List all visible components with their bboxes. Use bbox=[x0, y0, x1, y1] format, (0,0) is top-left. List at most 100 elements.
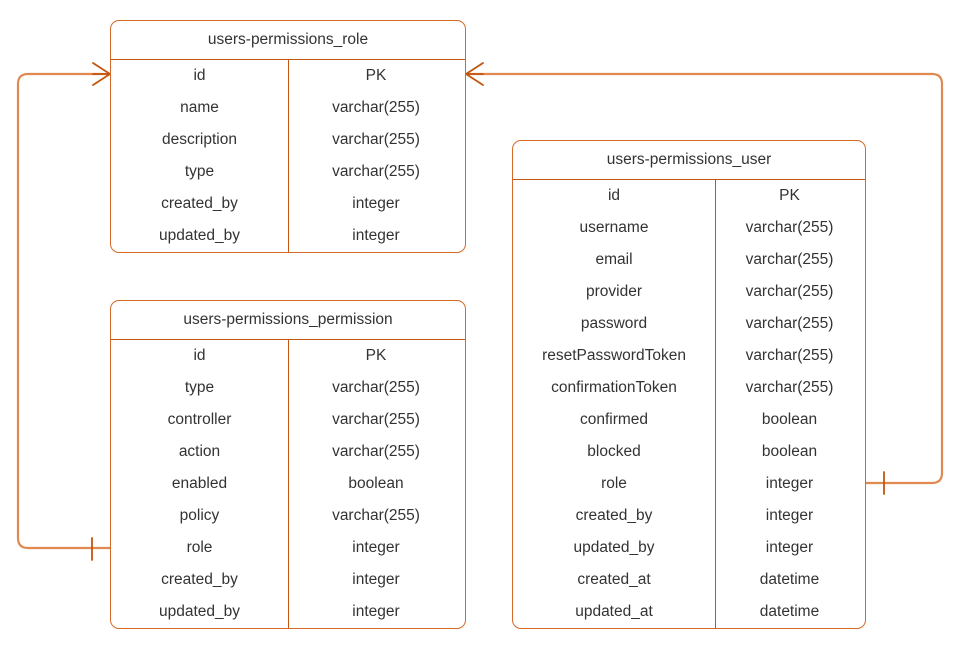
field-row[interactable]: provider varchar(255) bbox=[513, 276, 865, 308]
crowsfoot-many-role-right bbox=[465, 62, 484, 86]
field-type: varchar(255) bbox=[332, 99, 420, 116]
field-type: varchar(255) bbox=[332, 507, 420, 524]
field-name: id bbox=[607, 187, 621, 204]
field-row[interactable]: confirmationToken varchar(255) bbox=[513, 372, 865, 404]
field-name: username bbox=[579, 219, 649, 236]
field-name: created_by bbox=[161, 195, 238, 212]
field-type: varchar(255) bbox=[745, 379, 834, 396]
field-row[interactable]: created_by integer bbox=[111, 564, 465, 596]
field-name: password bbox=[580, 315, 648, 332]
field-name: created_by bbox=[575, 507, 653, 524]
field-row[interactable]: confirmed boolean bbox=[513, 404, 865, 436]
field-type: integer bbox=[765, 539, 814, 556]
field-type: integer bbox=[352, 227, 400, 244]
field-name: email bbox=[595, 251, 633, 268]
field-type: varchar(255) bbox=[745, 315, 834, 332]
field-name: action bbox=[178, 443, 221, 460]
field-type: varchar(255) bbox=[332, 163, 420, 180]
field-row[interactable]: id PK bbox=[513, 180, 865, 212]
field-row[interactable]: name varchar(255) bbox=[111, 92, 465, 124]
field-type: varchar(255) bbox=[745, 251, 834, 268]
entity-title-role: users-permissions_role bbox=[111, 21, 465, 60]
entity-table-user[interactable]: users-permissions_user id PK username va… bbox=[512, 140, 866, 629]
field-name: created_at bbox=[577, 571, 651, 588]
field-name: description bbox=[162, 131, 237, 148]
field-name: enabled bbox=[171, 475, 228, 492]
field-name: id bbox=[193, 347, 206, 364]
field-type: boolean bbox=[761, 443, 818, 460]
field-row[interactable]: role integer bbox=[513, 468, 865, 500]
field-name: confirmed bbox=[579, 411, 649, 428]
field-type: integer bbox=[352, 195, 400, 212]
field-type: integer bbox=[352, 571, 400, 588]
field-row[interactable]: enabled boolean bbox=[111, 468, 465, 500]
field-row[interactable]: type varchar(255) bbox=[111, 156, 465, 188]
field-name: updated_by bbox=[158, 603, 241, 620]
field-row[interactable]: created_at datetime bbox=[513, 564, 865, 596]
field-row[interactable]: id PK bbox=[111, 60, 465, 92]
field-name: updated_by bbox=[573, 539, 655, 556]
entity-body-role: id PK name varchar(255) description varc… bbox=[111, 60, 465, 252]
field-name: provider bbox=[586, 283, 642, 300]
field-name: role bbox=[186, 539, 213, 556]
field-type: PK bbox=[365, 67, 387, 84]
field-row[interactable]: updated_by integer bbox=[513, 532, 865, 564]
field-name: resetPasswordToken bbox=[542, 347, 686, 364]
field-row[interactable]: username varchar(255) bbox=[513, 212, 865, 244]
field-row[interactable]: id PK bbox=[111, 340, 465, 372]
field-name: blocked bbox=[587, 443, 641, 460]
field-row[interactable]: controller varchar(255) bbox=[111, 404, 465, 436]
field-name: id bbox=[193, 67, 206, 84]
field-type: varchar(255) bbox=[745, 219, 834, 236]
entity-body-user: id PK username varchar(255) email varcha… bbox=[513, 180, 865, 628]
field-row[interactable]: password varchar(255) bbox=[513, 308, 865, 340]
field-name: role bbox=[601, 475, 627, 492]
field-type: varchar(255) bbox=[745, 347, 834, 364]
entity-title-permission: users-permissions_permission bbox=[111, 301, 465, 340]
entity-body-permission: id PK type varchar(255) controller varch… bbox=[111, 340, 465, 628]
entity-table-permission[interactable]: users-permissions_permission id PK type … bbox=[110, 300, 466, 629]
field-type: boolean bbox=[348, 475, 404, 492]
field-row[interactable]: updated_at datetime bbox=[513, 596, 865, 628]
crowsfoot-many-role-left bbox=[92, 62, 111, 86]
field-name: type bbox=[184, 379, 215, 396]
field-type: varchar(255) bbox=[332, 379, 420, 396]
field-name: name bbox=[180, 99, 219, 116]
field-row[interactable]: role integer bbox=[111, 532, 465, 564]
field-type: integer bbox=[765, 475, 814, 492]
field-row[interactable]: blocked boolean bbox=[513, 436, 865, 468]
field-type: datetime bbox=[759, 603, 820, 620]
field-row[interactable]: created_by integer bbox=[513, 500, 865, 532]
field-row[interactable]: policy varchar(255) bbox=[111, 500, 465, 532]
field-type: PK bbox=[779, 187, 800, 204]
field-type: datetime bbox=[759, 571, 820, 588]
field-name: updated_by bbox=[158, 227, 241, 244]
field-type: varchar(255) bbox=[332, 131, 420, 148]
field-type: varchar(255) bbox=[745, 283, 834, 300]
connector-role-permission bbox=[16, 72, 112, 550]
column-divider bbox=[288, 340, 289, 628]
field-row[interactable]: action varchar(255) bbox=[111, 436, 465, 468]
field-row[interactable]: email varchar(255) bbox=[513, 244, 865, 276]
field-type: varchar(255) bbox=[332, 443, 420, 460]
field-type: PK bbox=[365, 347, 387, 364]
field-row[interactable]: created_by integer bbox=[111, 188, 465, 220]
field-row[interactable]: description varchar(255) bbox=[111, 124, 465, 156]
field-type: boolean bbox=[761, 411, 818, 428]
field-name: created_by bbox=[161, 571, 238, 588]
field-name: controller bbox=[167, 411, 232, 428]
field-type: integer bbox=[352, 539, 400, 556]
field-name: policy bbox=[179, 507, 220, 524]
entity-table-role[interactable]: users-permissions_role id PK name varcha… bbox=[110, 20, 466, 253]
field-type: integer bbox=[765, 507, 814, 524]
column-divider bbox=[715, 180, 716, 628]
field-row[interactable]: updated_by integer bbox=[111, 220, 465, 252]
field-row[interactable]: resetPasswordToken varchar(255) bbox=[513, 340, 865, 372]
field-type: varchar(255) bbox=[332, 411, 420, 428]
field-row[interactable]: type varchar(255) bbox=[111, 372, 465, 404]
field-name: type bbox=[184, 163, 215, 180]
field-name: updated_at bbox=[575, 603, 653, 620]
column-divider bbox=[288, 60, 289, 252]
field-row[interactable]: updated_by integer bbox=[111, 596, 465, 628]
